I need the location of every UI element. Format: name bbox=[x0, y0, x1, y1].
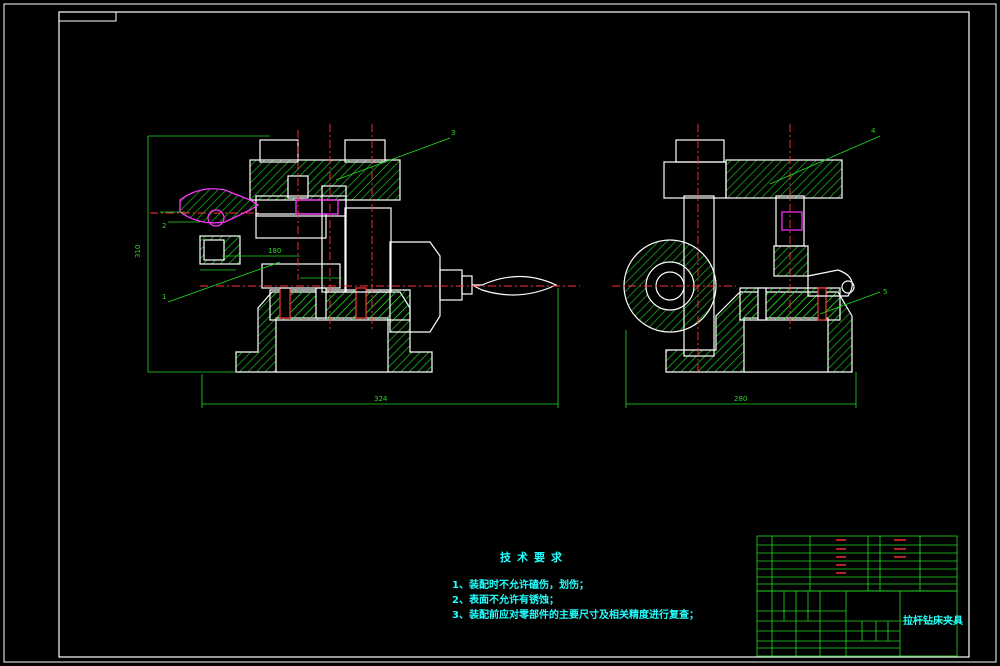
dim-310: 310 bbox=[134, 245, 142, 258]
tech-requirement-1: 1、装配时不允许磕伤，划伤； bbox=[452, 580, 589, 591]
side-view bbox=[623, 139, 855, 373]
balloon-3: 3 bbox=[451, 129, 455, 137]
dim-324: 324 bbox=[374, 395, 388, 403]
balloon-2: 2 bbox=[162, 222, 166, 230]
tech-requirement-3: 3、装配前应对零部件的主要尺寸及相关精度进行复查； bbox=[452, 610, 699, 621]
balloon-4: 4 bbox=[871, 127, 876, 135]
dim-280: 280 bbox=[734, 395, 747, 403]
balloon-5: 5 bbox=[883, 288, 887, 296]
title-block bbox=[756, 535, 958, 657]
side-centerlines bbox=[612, 124, 791, 372]
workpiece-highlight bbox=[179, 188, 339, 227]
front-dimensions bbox=[147, 135, 559, 408]
dim-180: 180 bbox=[268, 247, 281, 255]
tech-requirements-title: 技术要求 bbox=[500, 551, 568, 564]
front-dim-text: 324 180 310 1 2 3 bbox=[134, 129, 455, 403]
front-view bbox=[199, 139, 558, 373]
drawing-name: 拉杆钻床夹具 bbox=[903, 616, 963, 627]
side-dim-text: 280 4 5 bbox=[734, 127, 887, 403]
front-centerlines bbox=[150, 124, 580, 330]
tech-requirement-2: 2、表面不允许有锈蚀； bbox=[452, 595, 559, 606]
side-dimensions bbox=[625, 135, 881, 408]
top-left-tag bbox=[58, 11, 117, 22]
inner-frame bbox=[58, 11, 970, 658]
outer-frame bbox=[3, 3, 997, 663]
balloon-1: 1 bbox=[162, 293, 166, 301]
